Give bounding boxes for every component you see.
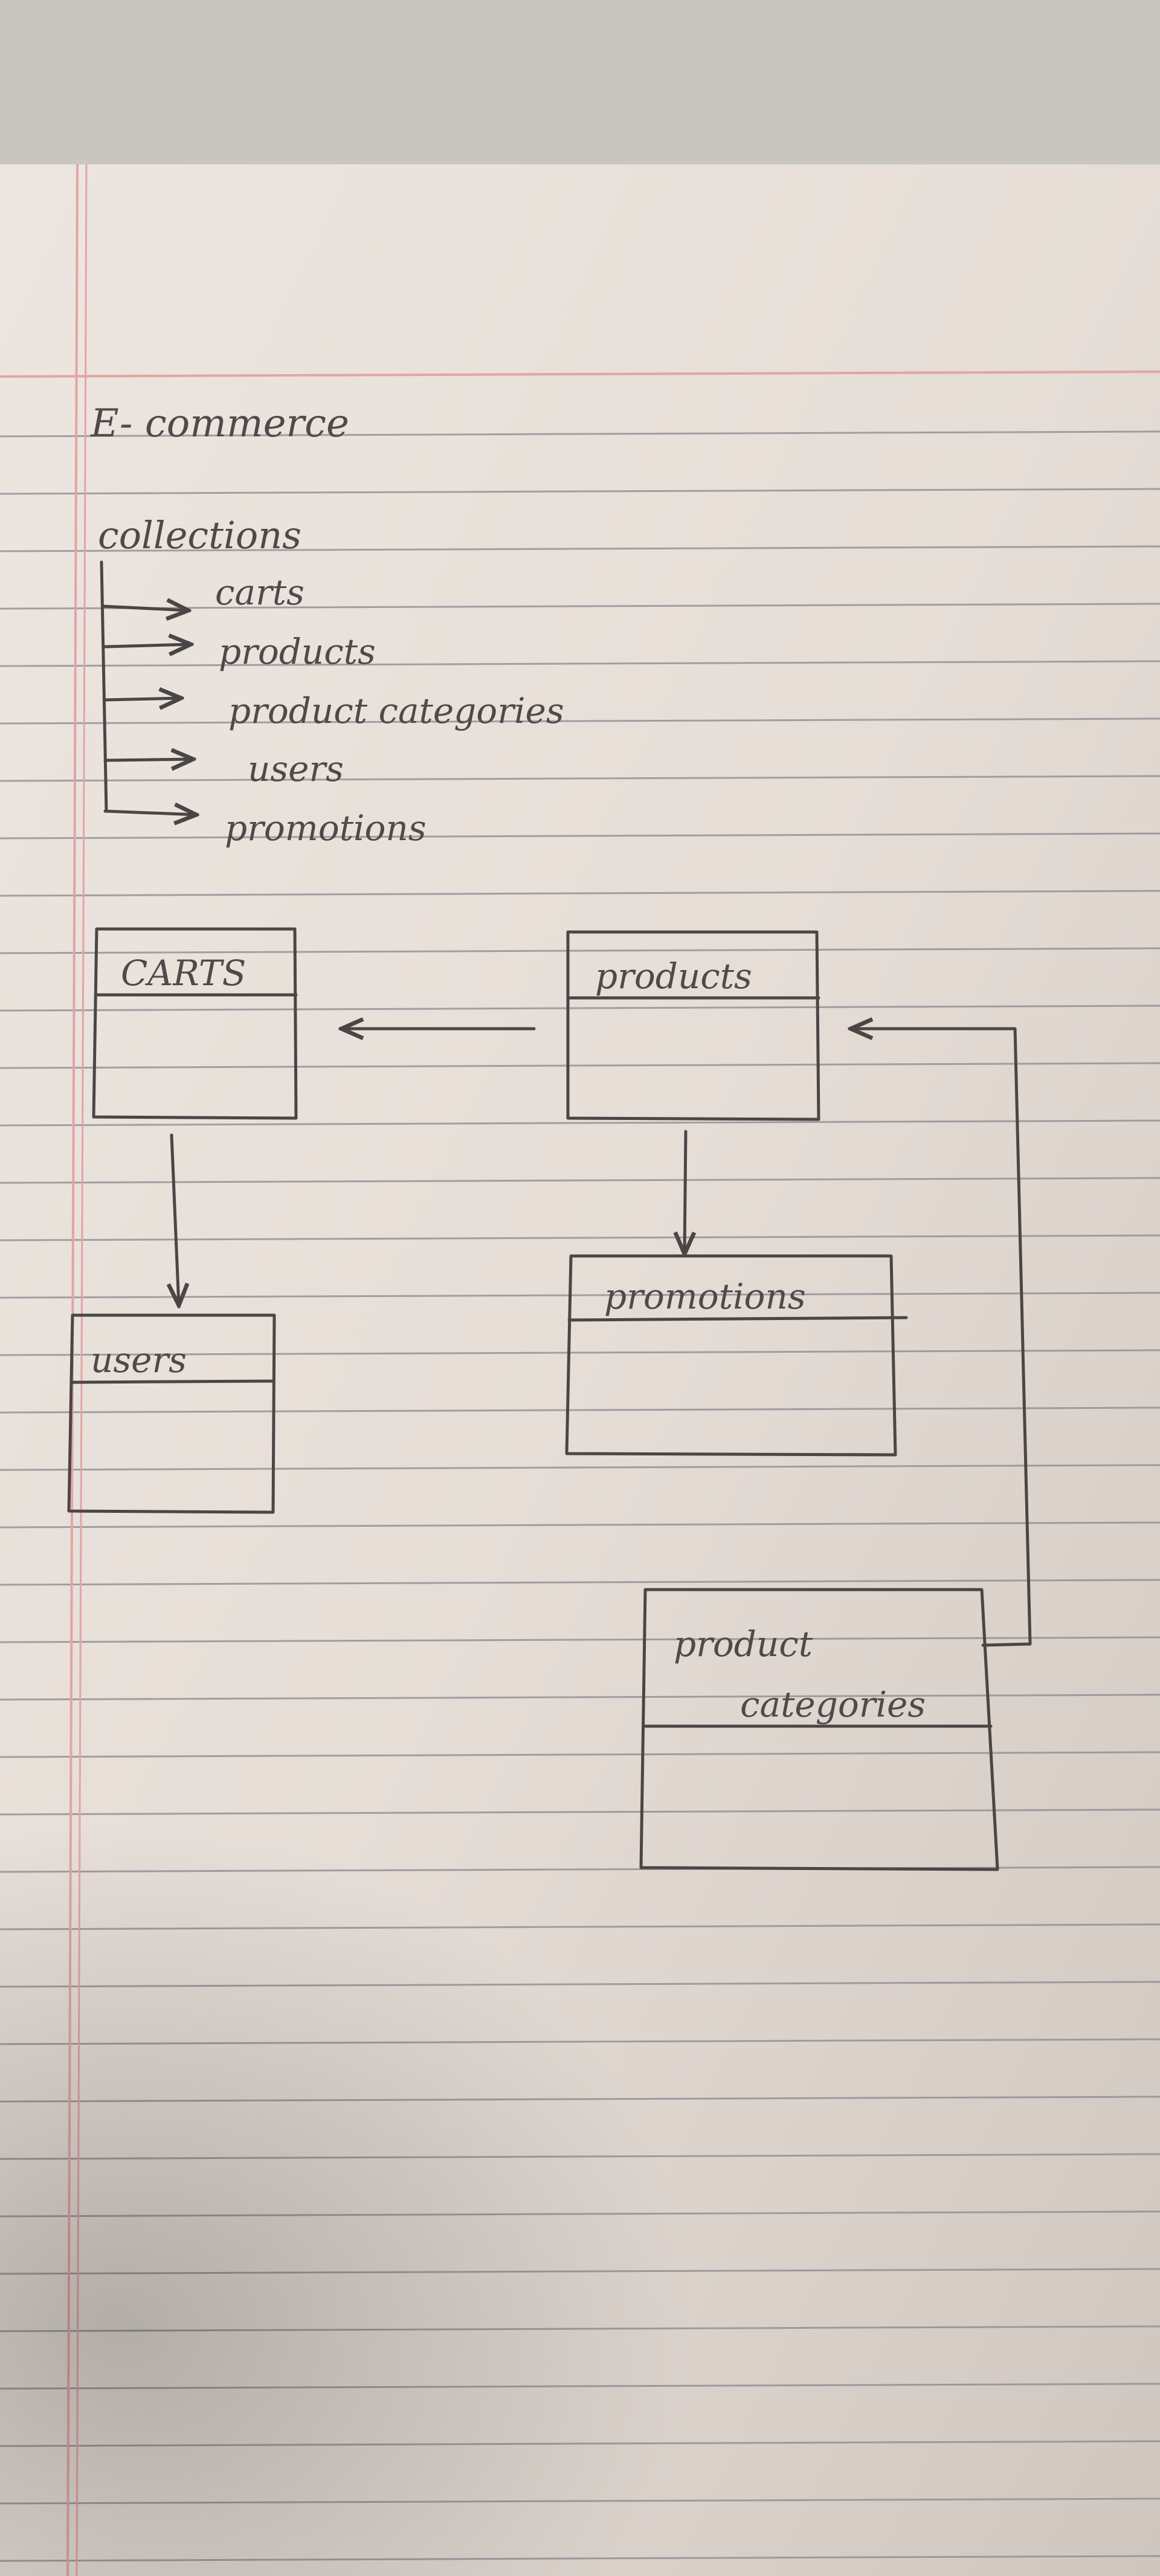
ruled-line [0,832,1160,840]
ruled-line [0,947,1160,954]
ruled-line [0,890,1160,897]
entity-box-promotions: promotions [565,1254,908,1457]
entity-label-carts: CARTS [121,953,246,994]
ruled-line [0,1292,1160,1299]
ruled-line [0,1234,1160,1241]
entity-label-products: products [595,956,752,997]
background-surface [0,0,1160,175]
entity-label-promotions: promotions [604,1276,806,1317]
tree-branch-arrow [103,644,191,647]
ruled-line [0,1119,1160,1127]
ruled-line [0,1062,1160,1069]
ruled-line [0,775,1160,782]
ruled-line [0,1464,1160,1471]
ruled-line [0,1005,1160,1012]
page-title: E- commerce [90,401,349,446]
ruled-line [0,488,1160,495]
ruled-line [0,603,1160,610]
ruled-line [0,1349,1160,1356]
tree-trunk [100,560,108,813]
ruled-line [0,1406,1160,1414]
ruled-line [0,430,1160,438]
collections-heading: collections [98,513,301,557]
entity-label-product-categories-line2: categories [740,1684,926,1725]
entity-box-products: products [566,930,820,1121]
arrow-product-categories-to-products [851,1029,1032,1647]
top-margin-line [0,371,1160,378]
collection-item-products: products [219,631,376,672]
collections-tree [100,560,196,815]
collection-item-carts: carts [215,572,304,613]
arrow-carts-to-users [172,1133,179,1306]
ruled-line [0,1177,1160,1184]
ruled-line [0,1521,1160,1529]
collection-item-promotions: promotions [225,807,427,849]
entity-label-product-categories-line1: product [674,1623,813,1665]
entity-box-product-categories: product categories [639,1588,999,1871]
entity-box-carts: CARTS [92,927,298,1120]
collection-item-product-categories: product categories [228,690,564,731]
arrow-products-to-promotions [685,1130,686,1254]
ruled-line [0,660,1160,667]
ruled-line [0,545,1160,552]
tree-branch-arrow [103,759,193,760]
entity-label-users: users [91,1339,187,1380]
collection-item-users: users [248,748,344,789]
tree-branch-arrow [101,606,188,610]
tree-branch-arrow [103,698,181,700]
tree-branch-arrow [103,811,196,815]
hand-shadow [0,1571,1160,2576]
entity-box-users: users [67,1313,276,1514]
ruled-line [0,717,1160,725]
